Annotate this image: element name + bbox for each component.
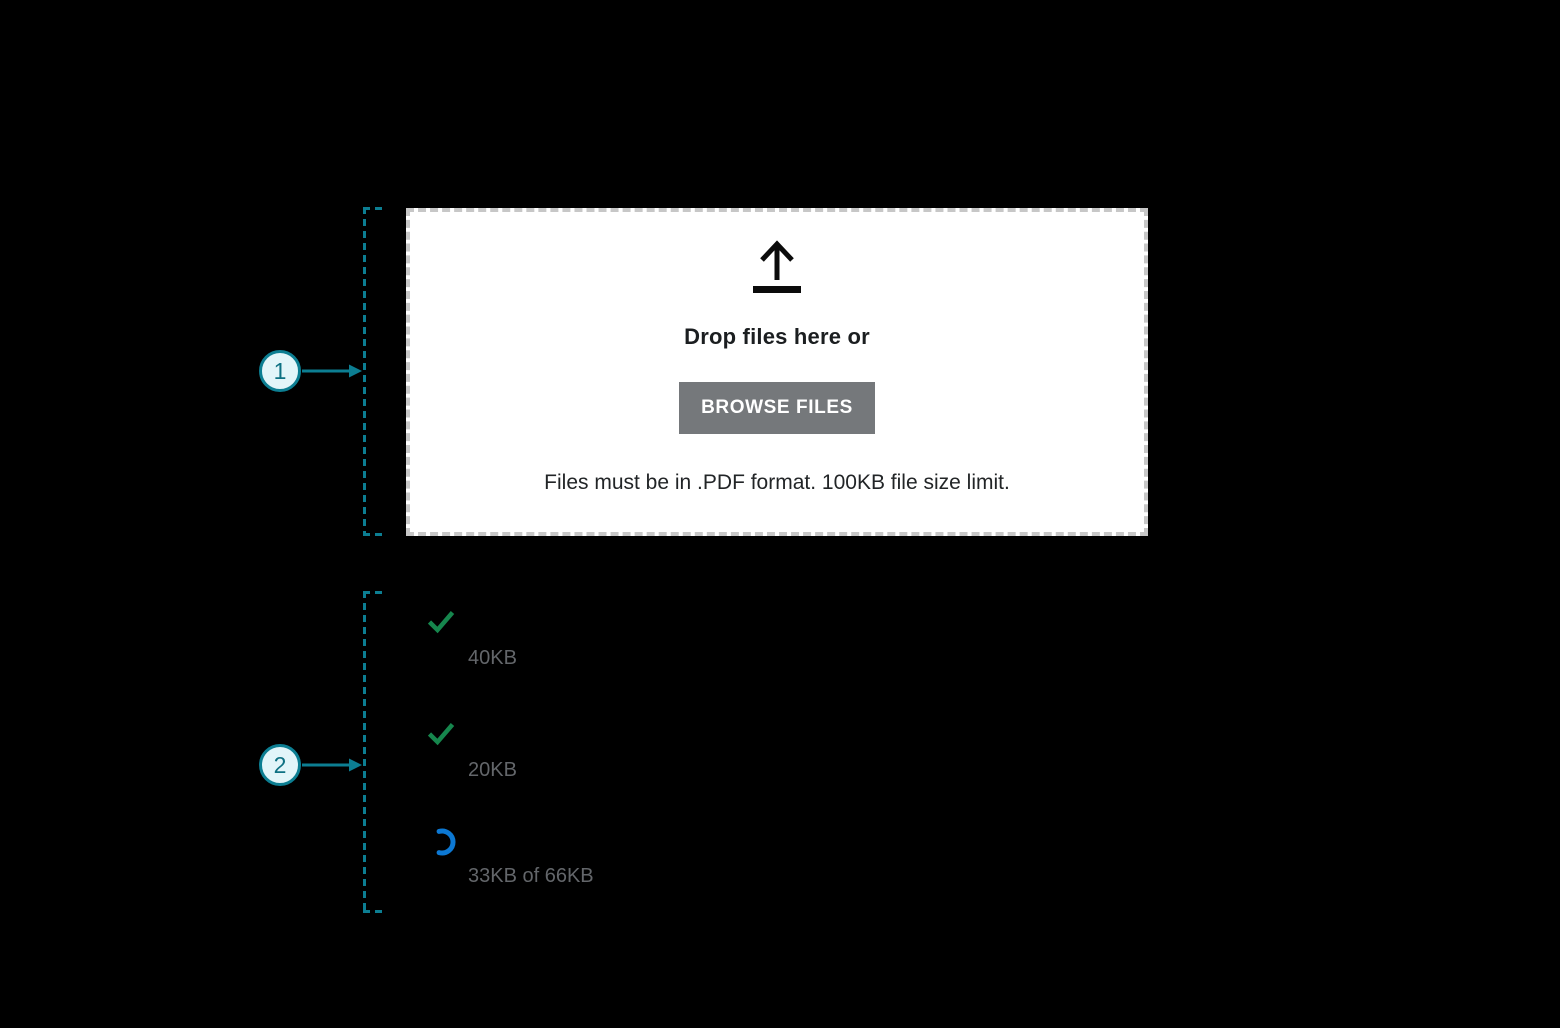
annotation-bracket-1-top-tick [363, 207, 385, 210]
annotation-bracket-2-bottom-tick [363, 910, 385, 913]
uploaded-file-row: 40KB [427, 609, 517, 670]
browse-files-button[interactable]: BROWSE FILES [679, 382, 875, 434]
callout-2-badge: 2 [259, 744, 301, 786]
spinner-icon [427, 827, 594, 857]
dropzone-title: Drop files here or [684, 324, 870, 349]
file-upload-progress-label: 33KB of 66KB [468, 865, 594, 887]
dropzone-format-note: Files must be in .PDF format. 100KB file… [544, 471, 1010, 494]
file-size-label: 40KB [468, 647, 517, 669]
annotation-bracket-1-bottom-tick [363, 533, 385, 536]
uploading-file-row: 33KB of 66KB [427, 827, 594, 888]
annotation-bracket-1-line [363, 207, 366, 536]
check-icon [427, 609, 517, 639]
annotation-bracket-2-top-tick [363, 591, 385, 594]
callout-2-arrow-icon [302, 757, 362, 773]
callout-1-arrow-icon [302, 363, 362, 379]
uploaded-file-row: 20KB [427, 721, 517, 782]
file-dropzone[interactable]: Drop files here or BROWSE FILES Files mu… [406, 208, 1148, 536]
check-icon [427, 721, 517, 751]
callout-1-badge: 1 [259, 350, 301, 392]
annotation-bracket-2-line [363, 591, 366, 913]
file-size-label: 20KB [468, 759, 517, 781]
upload-arrow-icon [752, 236, 802, 294]
